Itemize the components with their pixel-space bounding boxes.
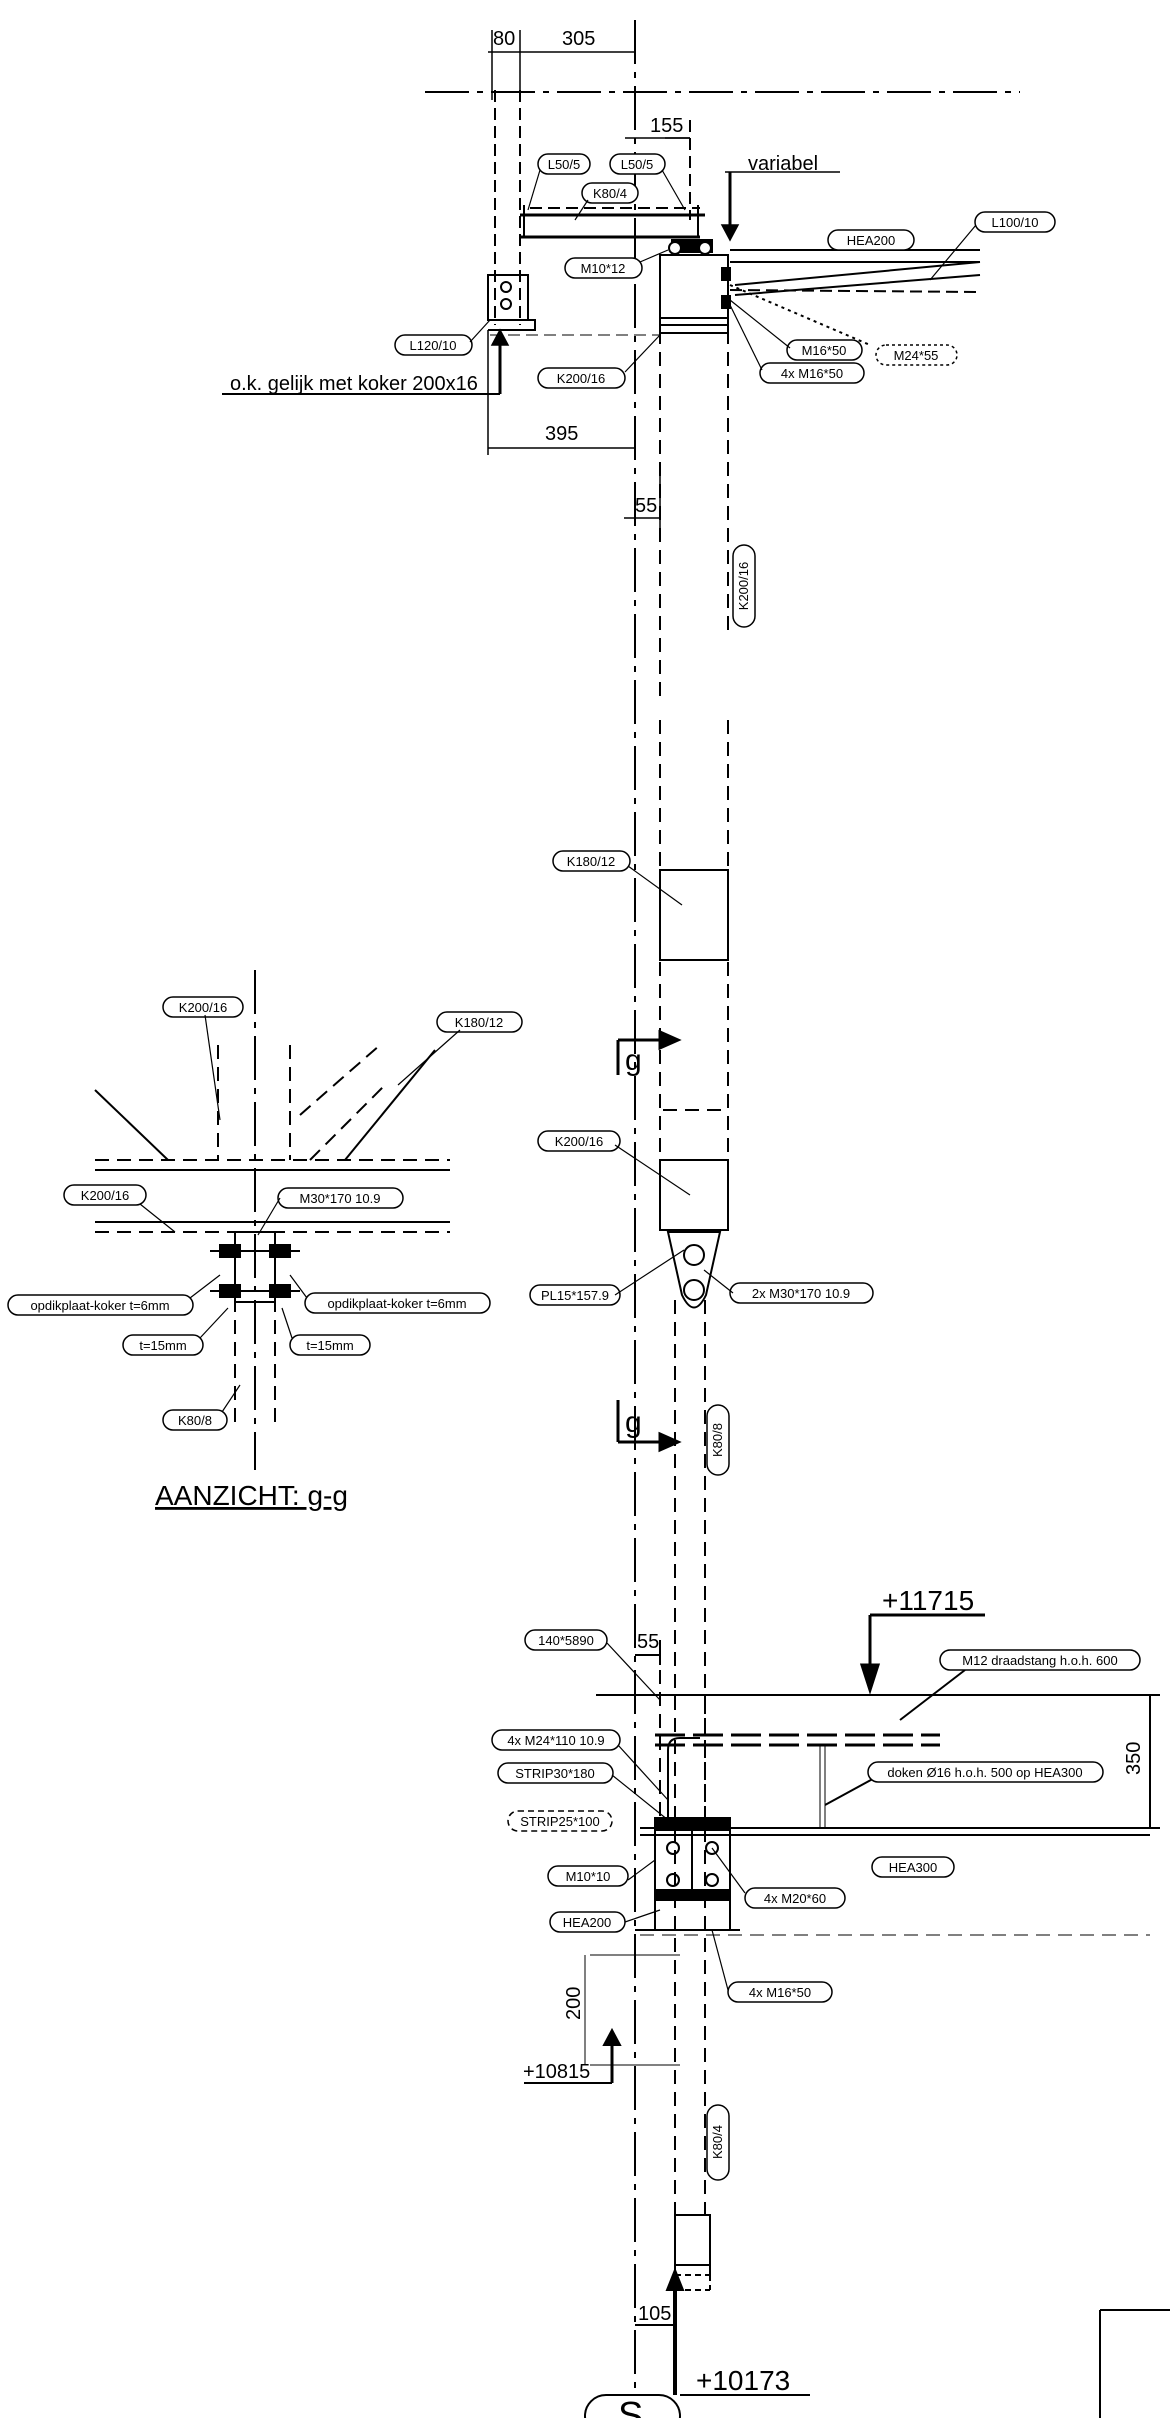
dim-305: 305	[562, 28, 595, 50]
s-marker: S	[618, 2395, 643, 2418]
label-m24-110: 4x M24*110 10.9	[507, 1733, 604, 1748]
main-column-middle	[659, 720, 729, 2220]
label-pl15: PL15*157.9	[541, 1288, 609, 1303]
lower-connection-detail	[596, 1640, 1160, 1936]
label-m10-10: M10*10	[566, 1869, 611, 1884]
label-det-k80-8: K80/8	[178, 1413, 212, 1428]
label-m24-55: M24*55	[894, 348, 939, 363]
label-strip30: STRIP30*180	[515, 1766, 595, 1781]
dim-155: 155	[650, 115, 683, 137]
section-marker-top-letter: g	[625, 1044, 642, 1077]
dim-395: 395	[545, 423, 578, 445]
elevation-10173: +10173	[696, 2365, 790, 2396]
dim-80: 80	[493, 28, 515, 50]
aanzicht-title: AANZICHT: g-g	[155, 1480, 348, 1511]
label-hea200-top: HEA200	[847, 233, 895, 248]
dim-55-bottom: 55	[637, 1631, 659, 1653]
label-doken: doken Ø16 h.o.h. 500 op HEA300	[887, 1765, 1082, 1780]
base-detail	[584, 2214, 1170, 2418]
label-m12-draadstang: M12 draadstang h.o.h. 600	[962, 1653, 1117, 1668]
elevation-10815-marker	[524, 1954, 680, 2084]
label-k80-4-vertical: K80/4	[710, 2125, 725, 2159]
section-marker-bottom-letter: g	[625, 1406, 642, 1439]
label-l50-5-b: L50/5	[621, 157, 654, 172]
label-m10-12: M10*12	[581, 261, 626, 276]
label-k180-12: K180/12	[567, 854, 615, 869]
label-m16-50-4x-bottom: 4x M16*50	[749, 1985, 811, 2000]
label-det-k200-16-b: K200/16	[81, 1188, 129, 1203]
label-l140-5890: 140*5890	[538, 1633, 594, 1648]
label-det-t15-left: t=15mm	[139, 1338, 186, 1353]
label-l100-10: L100/10	[992, 215, 1039, 230]
leader-lines	[139, 169, 977, 1991]
label-m30-2x: 2x M30*170 10.9	[752, 1286, 850, 1301]
aanzicht-detail	[94, 1044, 450, 1430]
label-m16-50-top: M16*50	[802, 343, 847, 358]
label-hea300: HEA300	[889, 1860, 937, 1875]
label-m16-50-4x-top: 4x M16*50	[781, 366, 843, 381]
label-det-k200-16-a: K200/16	[179, 1000, 227, 1015]
label-k200-16-mid: K200/16	[555, 1134, 603, 1149]
label-l50-5-a: L50/5	[548, 157, 581, 172]
labels	[7, 153, 1141, 2181]
dim-55-top: 55	[635, 495, 657, 517]
label-m20-60: 4x M20*60	[764, 1891, 826, 1906]
label-det-k180-12: K180/12	[455, 1015, 503, 1030]
top-dimensions	[222, 30, 840, 530]
label-k200-16-vertical: K200/16	[736, 562, 751, 610]
dim-105: 105	[638, 2303, 671, 2325]
label-k80-8-vertical: K80/8	[710, 1423, 725, 1457]
elevation-10815: +10815	[523, 2061, 590, 2083]
top-connection-detail	[487, 90, 981, 700]
label-l120-10: L120/10	[410, 338, 457, 353]
ok-gelijk-text: o.k. gelijk met koker 200x16	[230, 373, 478, 395]
dim-350: 350	[1123, 1742, 1145, 1775]
label-k80-4-top: K80/4	[593, 186, 627, 201]
label-det-opdik-left: opdikplaat-koker t=6mm	[30, 1298, 169, 1313]
elevation-11715-marker	[859, 1613, 985, 1695]
label-hea200-bottom: HEA200	[563, 1915, 611, 1930]
elevation-11715: +11715	[882, 1585, 974, 1616]
variabel-text: variabel	[748, 153, 818, 175]
centerlines	[254, 20, 1020, 2395]
label-strip25: STRIP25*100	[520, 1814, 600, 1829]
section-marker-g	[616, 1029, 682, 1453]
label-det-m30: M30*170 10.9	[300, 1191, 381, 1206]
dim-200: 200	[563, 1987, 585, 2020]
label-k200-16-top: K200/16	[557, 371, 605, 386]
label-det-opdik-right: opdikplaat-koker t=6mm	[327, 1296, 466, 1311]
label-det-t15-right: t=15mm	[306, 1338, 353, 1353]
